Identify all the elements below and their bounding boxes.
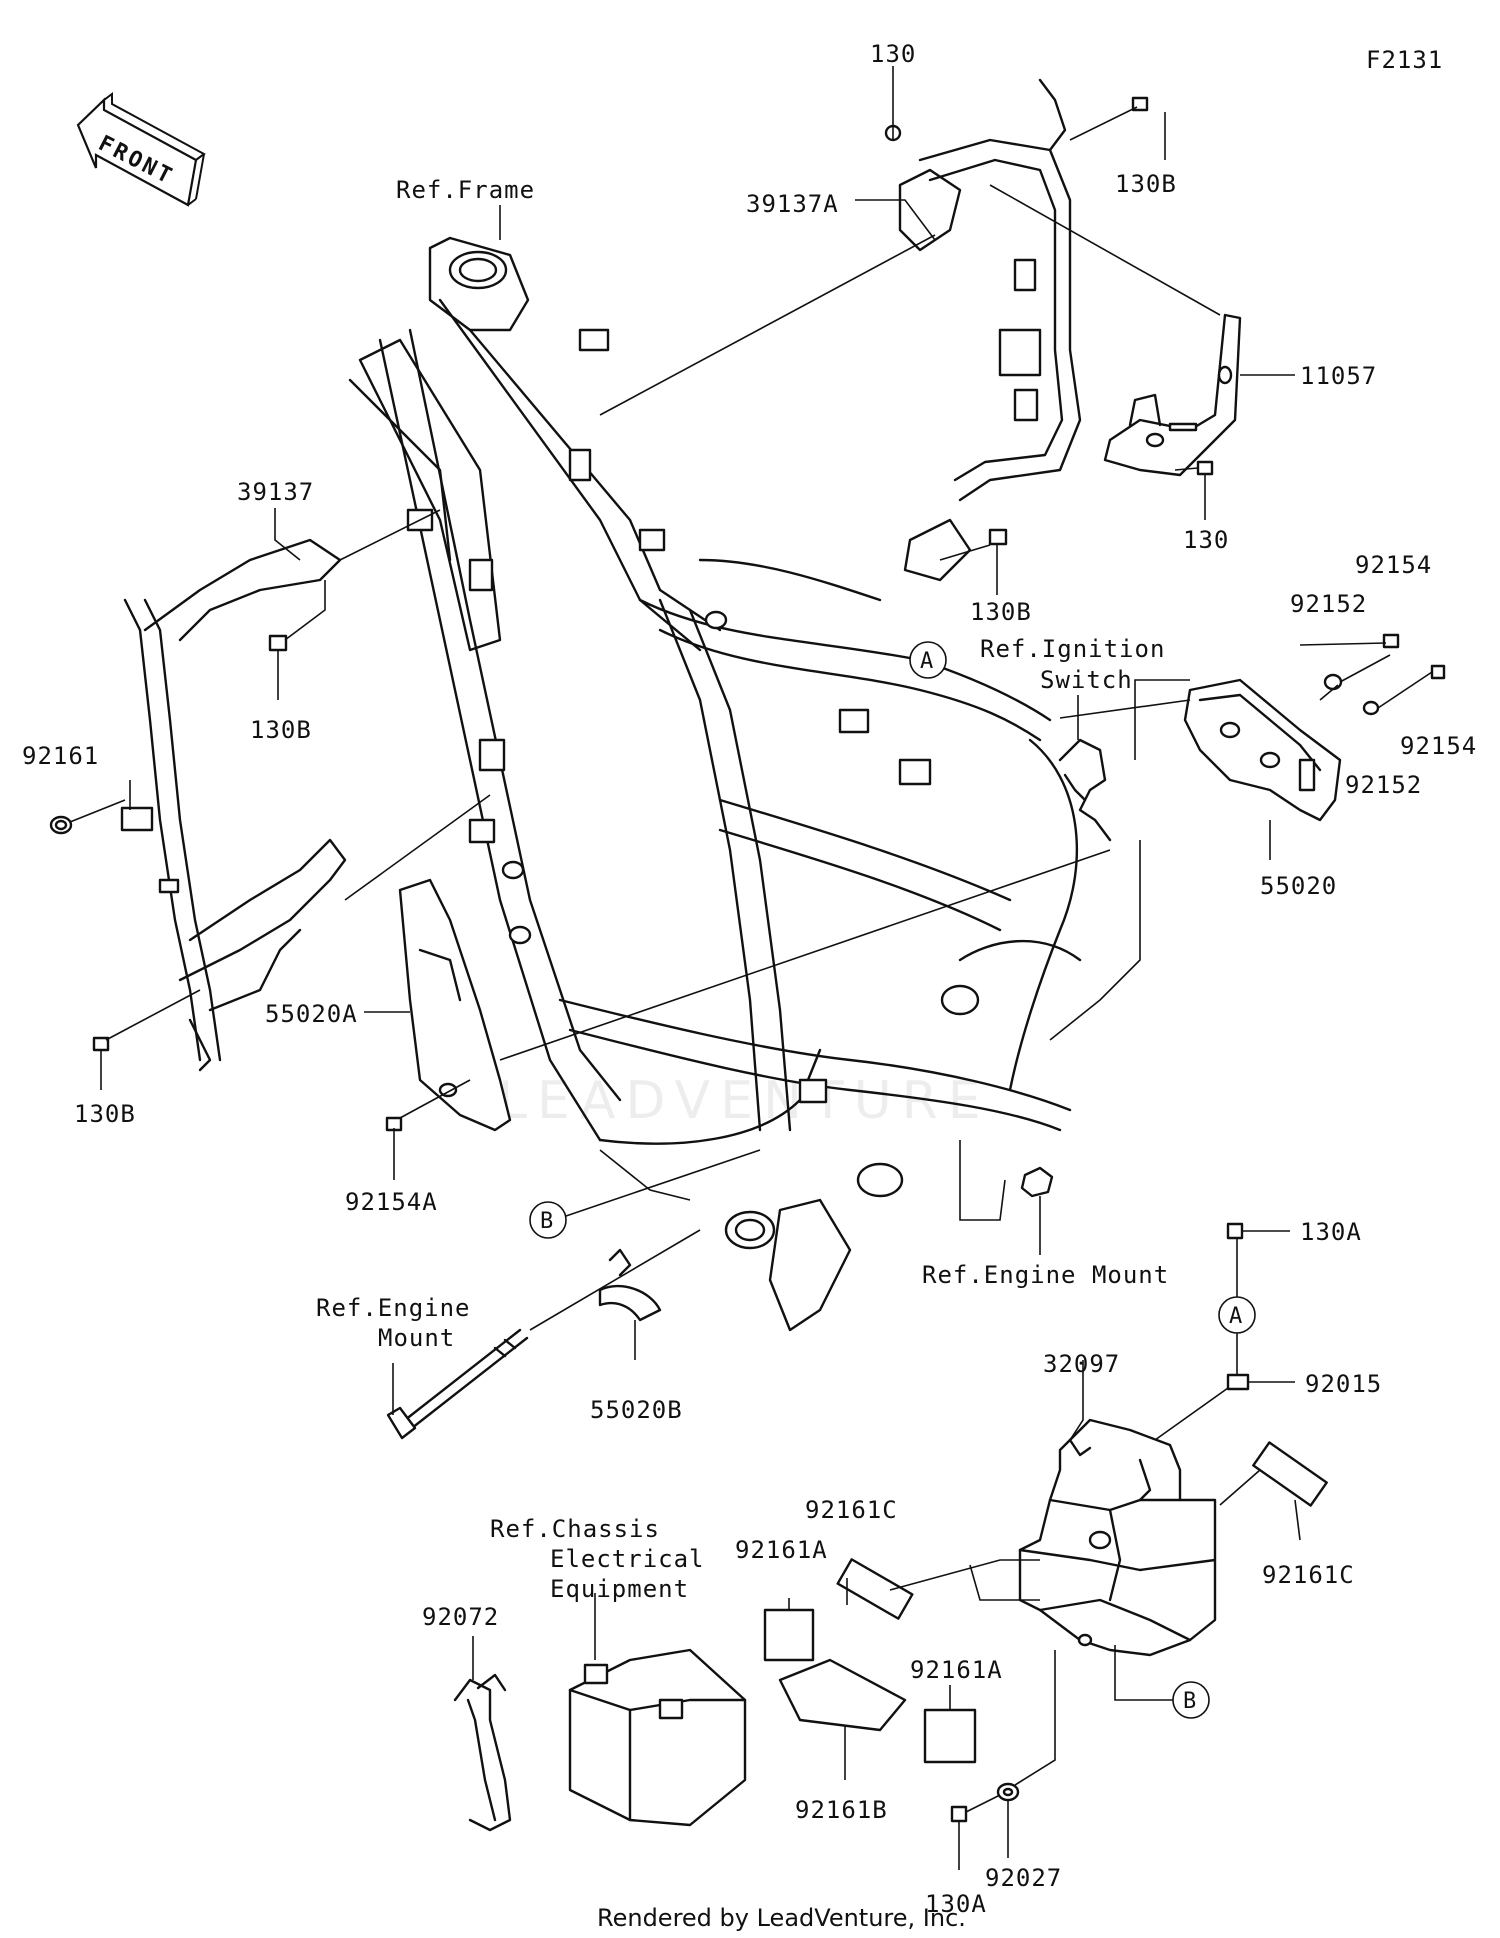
label-92027: 92027 bbox=[985, 1864, 1062, 1892]
label-92161a-mid: 92161A bbox=[910, 1656, 1003, 1684]
label-ref-frame: Ref.Frame bbox=[396, 176, 535, 204]
pad-92161a-left bbox=[763, 1608, 815, 1662]
label-55020: 55020 bbox=[1260, 872, 1337, 900]
washer-92161 bbox=[49, 815, 73, 835]
bracket-39137 bbox=[120, 538, 347, 1072]
label-130b-bottom: 130B bbox=[74, 1100, 136, 1128]
washer-92152-top bbox=[1323, 673, 1343, 691]
bolt-130b-mid bbox=[988, 528, 1008, 546]
footer-credit: Rendered by LeadVenture, Inc. bbox=[597, 1904, 966, 1932]
part-labels: 130 130B 39137A Ref.Frame 11057 130 3913… bbox=[22, 40, 1477, 1918]
washer-92027 bbox=[996, 1782, 1020, 1802]
callout-a-right: A bbox=[1218, 1296, 1256, 1334]
leader-lines bbox=[69, 66, 1433, 1870]
pad-92161c-right bbox=[1252, 1441, 1328, 1507]
cover-55020b bbox=[598, 1248, 662, 1322]
bracket-11057 bbox=[1103, 313, 1242, 477]
label-39137a: 39137A bbox=[746, 190, 839, 218]
battery-case-32097 bbox=[1018, 1418, 1217, 1657]
bolt-92154-top bbox=[1382, 633, 1400, 649]
label-130b-left: 130B bbox=[250, 716, 312, 744]
label-130b-mid: 130B bbox=[970, 598, 1032, 626]
pad-92161b bbox=[778, 1658, 907, 1732]
label-55020a: 55020A bbox=[265, 1000, 358, 1028]
label-92154-top: 92154 bbox=[1355, 551, 1432, 579]
bracket-39137a bbox=[898, 78, 1082, 582]
svg-text:A: A bbox=[920, 649, 934, 674]
cover-55020a bbox=[398, 878, 512, 1132]
label-39137: 39137 bbox=[237, 478, 314, 506]
bolt-92154-right bbox=[1430, 664, 1446, 680]
label-92161b: 92161B bbox=[795, 1796, 888, 1824]
nut-92015 bbox=[1226, 1373, 1250, 1391]
label-ref-chassis-1: Ref.Chassis bbox=[490, 1515, 660, 1543]
callout-b-right: B bbox=[1172, 1681, 1210, 1719]
label-32097: 32097 bbox=[1043, 1350, 1120, 1378]
label-130b-top: 130B bbox=[1115, 170, 1177, 198]
bolt-130b-left bbox=[268, 634, 288, 652]
label-130-top: 130 bbox=[870, 40, 916, 68]
label-ref-engine-mount-left-2: Mount bbox=[378, 1324, 455, 1352]
svg-text:A: A bbox=[1229, 1304, 1243, 1329]
battery bbox=[568, 1648, 747, 1827]
label-ref-ignition-1: Ref.Ignition bbox=[980, 635, 1165, 663]
label-92161c-right: 92161C bbox=[1262, 1561, 1355, 1589]
svg-text:B: B bbox=[1183, 1689, 1197, 1714]
pad-92161c-left bbox=[836, 1558, 914, 1620]
label-92072: 92072 bbox=[422, 1603, 499, 1631]
bolt-130a-bottom bbox=[950, 1805, 968, 1823]
label-92154a: 92154A bbox=[345, 1188, 438, 1216]
label-92152-right: 92152 bbox=[1345, 771, 1422, 799]
label-130-right: 130 bbox=[1183, 526, 1229, 554]
washer-92152-right bbox=[1362, 700, 1380, 716]
fasteners bbox=[49, 96, 1446, 1823]
watermark: LEADVENTURE bbox=[498, 1071, 991, 1131]
label-92152-top: 92152 bbox=[1290, 590, 1367, 618]
label-92154-right: 92154 bbox=[1400, 732, 1477, 760]
cover-55020 bbox=[1183, 678, 1342, 822]
label-130a-bottom: 130A bbox=[925, 1890, 987, 1918]
engine-mount-bolt bbox=[386, 1328, 529, 1440]
diagram-id: F2131 bbox=[1366, 46, 1443, 74]
label-92161: 92161 bbox=[22, 742, 99, 770]
label-ref-engine-mount-right: Ref.Engine Mount bbox=[922, 1261, 1169, 1289]
front-arrow-icon: FRONT bbox=[76, 92, 206, 207]
label-ref-engine-mount-left-1: Ref.Engine bbox=[316, 1294, 471, 1322]
nut-engine-mount bbox=[1020, 1166, 1054, 1198]
label-92161c-left: 92161C bbox=[805, 1496, 898, 1524]
label-11057: 11057 bbox=[1300, 362, 1377, 390]
pad-92161a-mid bbox=[923, 1708, 977, 1764]
callout-b-left: B bbox=[529, 1201, 567, 1239]
label-ref-chassis-3: Equipment bbox=[550, 1575, 689, 1603]
label-ref-ignition-2: Switch bbox=[1040, 666, 1133, 694]
bolt-130-right bbox=[1196, 460, 1214, 476]
frame-assembly bbox=[348, 236, 1082, 1332]
label-55020b: 55020B bbox=[590, 1396, 683, 1424]
svg-text:B: B bbox=[540, 1209, 554, 1234]
label-92161a-left: 92161A bbox=[735, 1536, 828, 1564]
label-130a-top: 130A bbox=[1300, 1218, 1362, 1246]
ignition-switch-bracket bbox=[1058, 738, 1112, 842]
battery-band-92072 bbox=[453, 1673, 512, 1832]
label-92015: 92015 bbox=[1305, 1370, 1382, 1398]
bolt-130a-top bbox=[1226, 1222, 1244, 1240]
callout-a-top: A bbox=[909, 641, 947, 679]
bolt-130-top bbox=[884, 124, 902, 142]
label-ref-chassis-2: Electrical bbox=[550, 1545, 705, 1573]
